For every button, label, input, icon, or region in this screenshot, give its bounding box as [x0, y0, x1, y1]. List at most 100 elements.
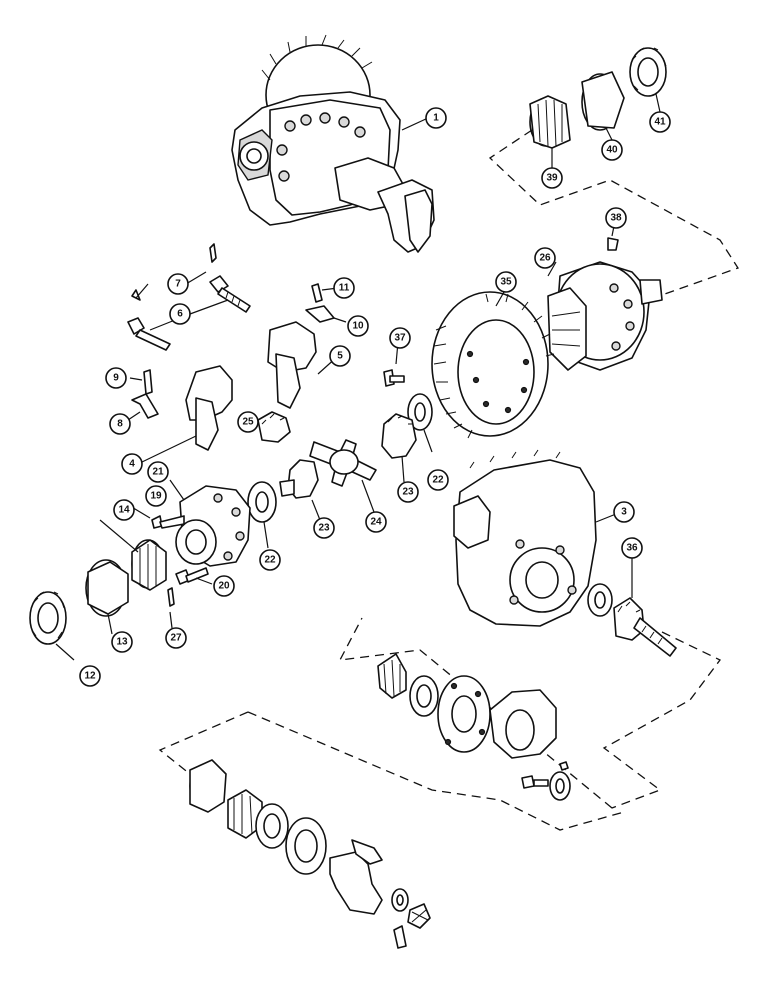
callout-c36: 36	[621, 537, 643, 559]
callout-circle	[237, 411, 259, 433]
callout-c3: 3	[613, 501, 635, 523]
callout-label: 9	[113, 373, 119, 384]
callout-c7: 7	[167, 273, 189, 295]
callout-label: 8	[117, 419, 123, 430]
callout-c41: 41	[649, 111, 671, 133]
callout-label: 23	[402, 487, 414, 498]
callout-circle	[541, 167, 563, 189]
callout-label: 21	[152, 467, 164, 478]
callout-c11: 11	[333, 277, 355, 299]
callout-circle	[649, 111, 671, 133]
callout-label: 23	[318, 523, 330, 534]
pinion-bearing-stack	[377, 653, 571, 801]
callout-circle	[425, 107, 447, 129]
callout-c14: 14	[113, 499, 135, 521]
differential-case	[169, 479, 251, 567]
callout-label: 39	[546, 173, 558, 184]
callout-label: 20	[218, 581, 230, 592]
callout-circle	[165, 627, 187, 649]
callout-c21: 21	[147, 461, 169, 483]
callout-circle	[365, 511, 387, 533]
callout-label: 24	[370, 517, 382, 528]
callout-label: 3	[621, 507, 627, 518]
callout-circle	[333, 277, 355, 299]
callout-c8: 8	[109, 413, 131, 435]
callout-circle	[601, 139, 623, 161]
callout-label: 37	[394, 333, 406, 344]
callout-label: 4	[129, 459, 135, 470]
callout-label: 7	[175, 279, 181, 290]
callout-circle	[111, 631, 133, 653]
callout-circle	[105, 367, 127, 389]
bearing-group-outline	[488, 129, 739, 301]
callout-c26: 26	[534, 247, 556, 269]
callout-label: 10	[352, 321, 364, 332]
callout-c40: 40	[601, 139, 623, 161]
callout-label: 1	[433, 113, 439, 124]
differential-assembly	[231, 34, 435, 253]
callout-c4: 4	[121, 453, 143, 475]
callout-label: 22	[432, 475, 444, 486]
callout-c39: 39	[541, 167, 563, 189]
callout-c10: 10	[347, 315, 369, 337]
callout-circle	[427, 469, 449, 491]
callout-c9: 9	[105, 367, 127, 389]
callout-c22a: 22	[427, 469, 449, 491]
side-bearing-set	[529, 47, 667, 168]
callout-label: 12	[84, 671, 96, 682]
carrier-housing	[453, 449, 617, 627]
yoke-stack	[189, 759, 431, 949]
callout-circle	[147, 461, 169, 483]
callout-c13: 13	[111, 631, 133, 653]
callout-c24: 24	[365, 511, 387, 533]
callout-c27: 27	[165, 627, 187, 649]
differential-case-half	[547, 225, 663, 371]
callout-c5: 5	[329, 345, 351, 367]
callout-c25: 25	[237, 411, 259, 433]
callout-c12: 12	[79, 665, 101, 687]
callout-circle	[213, 575, 235, 597]
callout-label: 41	[654, 117, 666, 128]
callout-label: 36	[626, 543, 638, 554]
callout-c38: 38	[605, 207, 627, 229]
callout-circle	[167, 273, 189, 295]
drive-pinion	[613, 556, 677, 657]
callout-label: 25	[242, 417, 254, 428]
callout-circle	[605, 207, 627, 229]
callout-c23b: 23	[313, 517, 335, 539]
callout-circle	[79, 665, 101, 687]
callout-c23a: 23	[397, 481, 419, 503]
callout-circle	[621, 537, 643, 559]
callout-circle	[169, 303, 191, 325]
callout-circle	[495, 271, 517, 293]
callout-circle	[329, 345, 351, 367]
callout-label: 14	[118, 505, 130, 516]
callout-circle	[534, 247, 556, 269]
callout-label: 13	[116, 637, 128, 648]
callout-c19: 19	[145, 485, 167, 507]
spider-gears	[247, 411, 417, 521]
bearing-caps	[141, 321, 339, 463]
callout-circle	[259, 549, 281, 571]
callout-label: 35	[500, 277, 512, 288]
callout-c37: 37	[389, 327, 411, 349]
callout-label: 5	[337, 351, 343, 362]
fasteners	[127, 243, 405, 421]
callout-circle	[389, 327, 411, 349]
callout-c1: 1	[425, 107, 447, 129]
callout-label: 40	[606, 145, 618, 156]
callout-circle	[313, 517, 335, 539]
callout-c20: 20	[213, 575, 235, 597]
ring-gear	[431, 291, 555, 439]
callout-c22b: 22	[259, 549, 281, 571]
callout-circle	[145, 485, 167, 507]
callout-circle	[113, 499, 135, 521]
callout-label: 19	[150, 491, 162, 502]
callout-label: 26	[539, 253, 551, 264]
callout-label: 11	[339, 283, 350, 294]
callout-circle	[347, 315, 369, 337]
callout-circle	[121, 453, 143, 475]
callout-label: 27	[170, 633, 182, 644]
callout-c35: 35	[495, 271, 517, 293]
